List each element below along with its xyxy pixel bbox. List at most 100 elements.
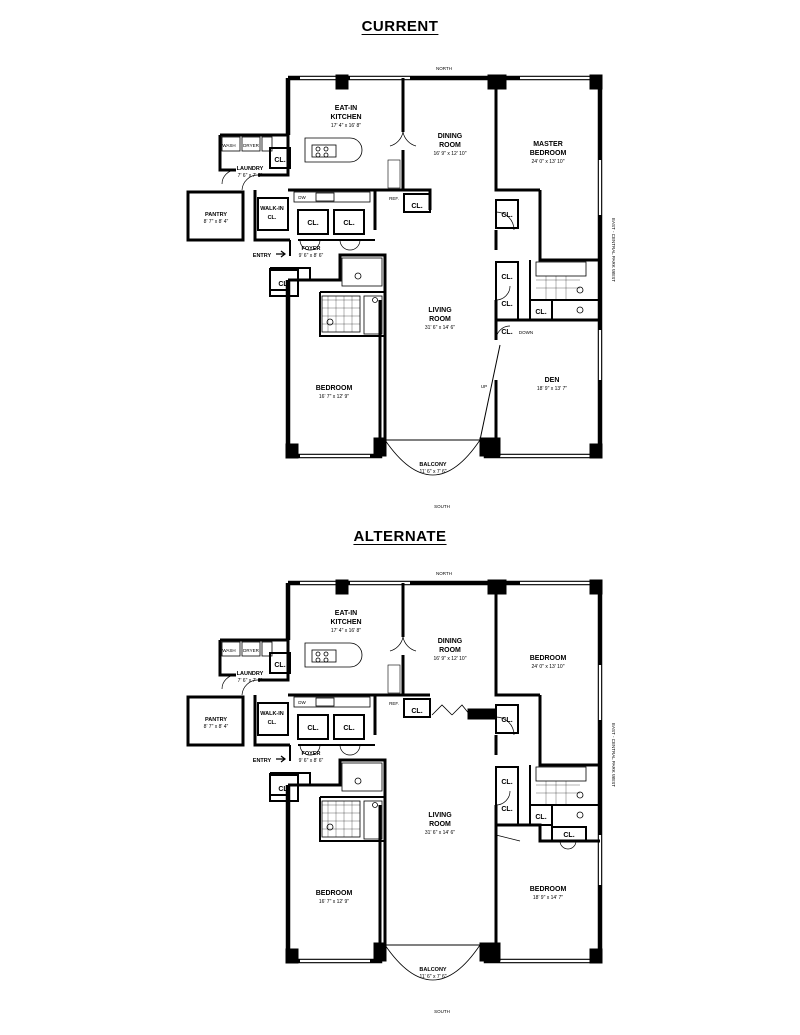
closet-label-den: CL. <box>501 329 512 336</box>
sw-bedroom-dims: 16' 7" x 12' 9" <box>319 899 349 905</box>
north-label: NORTH <box>436 66 452 71</box>
east-label: EAST - CENTRAL PARK WEST <box>611 723 616 787</box>
closet-label-foyer-2: CL. <box>343 220 354 227</box>
living-name: LIVING <box>428 812 452 819</box>
dining-name: DINING <box>438 638 463 645</box>
foyer-dims: 9' 6" x 8' 6" <box>299 253 324 259</box>
ne-bedroom-name-2: BEDROOM <box>530 150 567 157</box>
entry-label: ENTRY <box>253 758 272 764</box>
se-room-dims: 18' 9" x 14' 7" <box>533 895 563 901</box>
laundry-name: LAUNDRY <box>237 671 264 677</box>
closet-label-laundry: CL. <box>274 157 285 164</box>
door-swings <box>221 636 577 981</box>
kitchen-name-2: KITCHEN <box>330 114 361 121</box>
closet-label-bedroom-se: CL. <box>563 832 574 839</box>
walkin-name-2: CL. <box>268 720 277 726</box>
ne-bedroom-dims: 24' 0" x 13' 10" <box>532 664 565 670</box>
dining-dims: 16' 9" x 12' 10" <box>434 151 467 157</box>
closet-label-dining: CL. <box>411 708 422 715</box>
se-room-dims: 18' 9" x 13' 7" <box>537 386 567 392</box>
balcony-dims: 11' 6" x 7' 6" <box>419 974 446 980</box>
door-swings <box>221 131 515 476</box>
closet-label-master-3: CL. <box>501 301 512 308</box>
closet-label-bath: CL. <box>535 814 546 821</box>
closet-label-foyer-1: CL. <box>307 220 318 227</box>
closet-label-foyer-1: CL. <box>307 725 318 732</box>
dining-name-2: ROOM <box>439 142 461 149</box>
east-label: EAST - CENTRAL PARK WEST <box>611 218 616 282</box>
room-labels: NORTH SOUTH EAST - CENTRAL PARK WEST EAT… <box>204 571 616 1014</box>
closet-label-master-1: CL. <box>501 212 512 219</box>
closet-label-foyer-2: CL. <box>343 725 354 732</box>
closet-label-dining: CL. <box>411 203 422 210</box>
living-dims: 31' 6" x 14' 6" <box>425 325 455 331</box>
kitchen-name: EAT-IN <box>335 610 357 617</box>
closet-label-master-2: CL. <box>501 274 512 281</box>
living-name-2: ROOM <box>429 821 451 828</box>
laundry-name: LAUNDRY <box>237 166 264 172</box>
ne-bedroom-name: MASTER <box>533 141 563 148</box>
laundry-dims: 7' 6" x 7' 0" <box>238 678 263 684</box>
dining-name: DINING <box>438 133 463 140</box>
wash-label: WASH <box>222 143 235 148</box>
dw-label: DW <box>298 700 306 705</box>
closets <box>257 652 587 842</box>
sw-bedroom-dims: 16' 7" x 12' 9" <box>319 394 349 400</box>
closet-label-laundry: CL. <box>274 662 285 669</box>
foyer-name: FOYER <box>302 751 321 757</box>
entry-arrow-icon <box>276 250 286 258</box>
walkin-name: WALK-IN <box>260 206 284 212</box>
up-label: UP <box>481 384 487 389</box>
dw-label: DW <box>298 195 306 200</box>
plan-title-alternate: ALTERNATE <box>353 528 447 545</box>
fixtures <box>221 641 587 840</box>
living-name-2: ROOM <box>429 316 451 323</box>
north-label: NORTH <box>436 571 452 576</box>
floor-plan-alternate: NORTH SOUTH EAST - CENTRAL PARK WEST EAT… <box>186 571 616 1014</box>
ne-bedroom-dims: 24' 0" x 13' 10" <box>532 159 565 165</box>
wash-label: WASH <box>222 648 235 653</box>
dining-dims: 16' 9" x 12' 10" <box>434 656 467 662</box>
ref-label: REF. <box>389 196 399 201</box>
kitchen-name: EAT-IN <box>335 105 357 112</box>
floor-plan-current: NORTH SOUTH EAST - CENTRAL PARK WEST EAT… <box>186 66 616 509</box>
laundry-dims: 7' 6" x 7' 0" <box>238 173 263 179</box>
se-room-name: BEDROOM <box>530 886 567 893</box>
entry-label: ENTRY <box>253 253 272 259</box>
pantry-name: PANTRY <box>205 212 227 218</box>
ref-label: REF. <box>389 701 399 706</box>
closet-label-bedroom-sw: CL. <box>278 786 289 793</box>
sw-bedroom-name: BEDROOM <box>316 890 353 897</box>
south-label: SOUTH <box>434 1009 450 1014</box>
pantry-dims: 8' 7" x 8' 4" <box>204 724 229 730</box>
closets <box>257 147 553 321</box>
closet-label-bedroom-ne-1: CL. <box>501 717 512 724</box>
balcony-name: BALCONY <box>419 462 447 468</box>
entry-arrow-icon <box>276 755 286 763</box>
south-label: SOUTH <box>434 504 450 509</box>
balcony-name: BALCONY <box>419 967 447 973</box>
dryer-label: DRYER <box>243 143 259 148</box>
balcony-dims: 11' 6" x 7' 6" <box>419 469 446 475</box>
kitchen-dims: 17' 4" x 16' 8" <box>331 628 361 634</box>
walkin-name: WALK-IN <box>260 711 284 717</box>
walls <box>186 579 603 964</box>
closet-label-bedroom-ne-2: CL. <box>501 779 512 786</box>
foyer-name: FOYER <box>302 246 321 252</box>
dining-name-2: ROOM <box>439 647 461 654</box>
kitchen-name-2: KITCHEN <box>330 619 361 626</box>
kitchen-dims: 17' 4" x 16' 8" <box>331 123 361 129</box>
living-name: LIVING <box>428 307 452 314</box>
walls <box>186 74 603 459</box>
foyer-dims: 9' 6" x 8' 6" <box>299 758 324 764</box>
plan-title-current: CURRENT <box>361 18 439 35</box>
pantry-dims: 8' 7" x 8' 4" <box>204 219 229 225</box>
dryer-label: DRYER <box>243 648 259 653</box>
walkin-name-2: CL. <box>268 215 277 221</box>
sw-bedroom-name: BEDROOM <box>316 385 353 392</box>
down-label: DOWN <box>519 330 533 335</box>
closet-label-bath: CL. <box>535 309 546 316</box>
living-dims: 31' 6" x 14' 6" <box>425 830 455 836</box>
pantry-name: PANTRY <box>205 717 227 723</box>
room-labels: NORTH SOUTH EAST - CENTRAL PARK WEST EAT… <box>204 66 616 509</box>
